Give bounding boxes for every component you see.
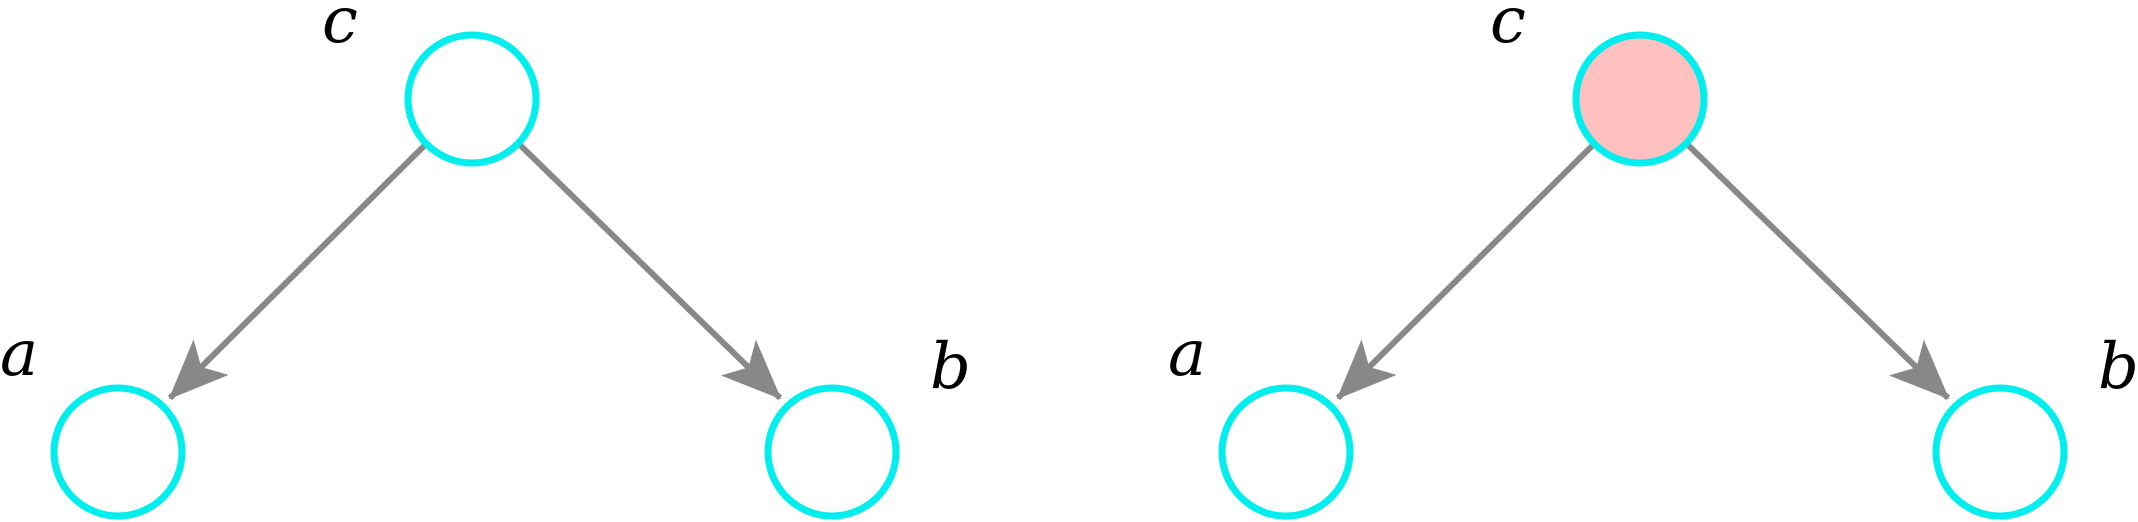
node-a [1218, 384, 1354, 520]
label-a: a [0, 317, 38, 391]
edge-c-a [1335, 142, 1596, 401]
node-c-observed [1572, 31, 1708, 167]
label-c: c [1490, 0, 1526, 58]
diagram-panel-2: c a b [1168, 0, 2138, 520]
node-c [404, 31, 540, 167]
edges [1335, 142, 1951, 401]
edge-c-a [167, 142, 428, 401]
edge-c-b [1685, 142, 1951, 401]
label-a: a [1168, 317, 1206, 391]
label-c: c [322, 0, 358, 58]
edge-c-b [517, 142, 783, 401]
diagram-panel-1: c a b [0, 0, 971, 520]
label-b: b [930, 330, 971, 404]
node-a [50, 384, 186, 520]
node-b [764, 384, 900, 520]
label-b: b [2098, 330, 2138, 404]
node-b [1932, 384, 2068, 520]
edges [167, 142, 783, 401]
